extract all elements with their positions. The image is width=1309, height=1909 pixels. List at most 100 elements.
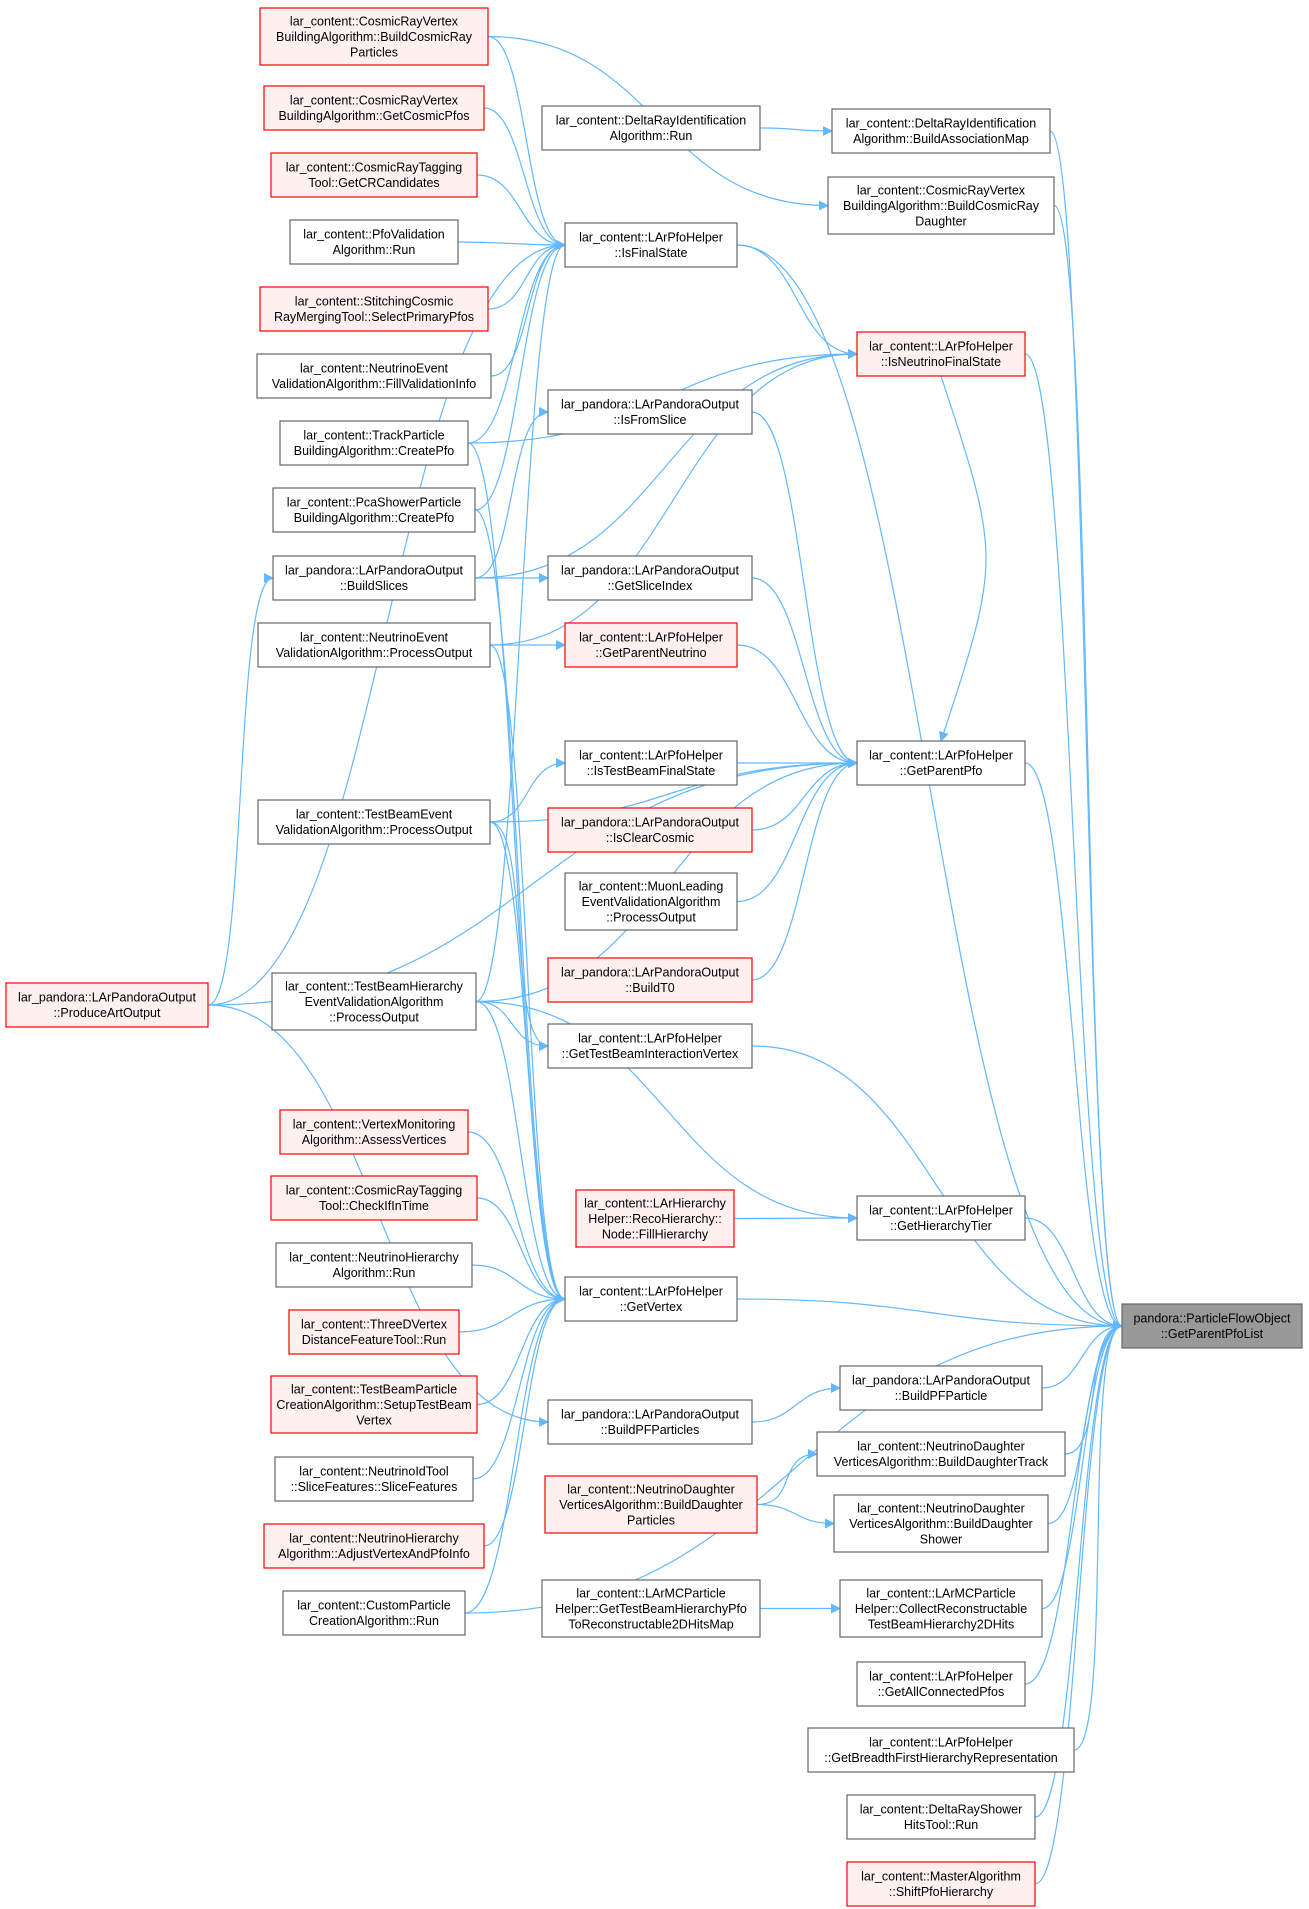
node-box[interactable] xyxy=(1121,1303,1303,1349)
node-box[interactable] xyxy=(816,1431,1066,1477)
node-box[interactable] xyxy=(275,1242,473,1288)
graph-node[interactable]: lar_pandora::LArPandoraOutput::BuildPFPa… xyxy=(547,1399,753,1445)
node-box[interactable] xyxy=(846,1794,1036,1840)
node-box[interactable] xyxy=(274,1456,474,1502)
graph-node[interactable]: lar_content::NeutrinoDaughterVerticesAlg… xyxy=(544,1475,758,1534)
graph-node[interactable]: lar_content::LArPfoHelper::GetHierarchyT… xyxy=(856,1195,1026,1241)
node-box[interactable] xyxy=(547,1023,753,1069)
node-box[interactable] xyxy=(827,176,1055,235)
graph-node[interactable]: lar_content::NeutrinoEventValidationAlgo… xyxy=(257,622,491,668)
node-box[interactable] xyxy=(547,389,753,435)
node-box[interactable] xyxy=(270,152,478,198)
node-box[interactable] xyxy=(564,872,738,931)
node-box[interactable] xyxy=(839,1579,1043,1638)
node-box[interactable] xyxy=(547,555,753,601)
graph-node[interactable]: lar_content::LArPfoHelper::GetAllConnect… xyxy=(856,1661,1026,1707)
node-box[interactable] xyxy=(839,1365,1043,1411)
graph-node[interactable]: lar_content::LArPfoHelper::GetParentPfo xyxy=(856,740,1026,786)
node-box[interactable] xyxy=(564,622,738,668)
graph-node[interactable]: lar_content::TrackParticleBuildingAlgori… xyxy=(279,420,469,466)
node-box[interactable] xyxy=(547,957,753,1003)
node-box[interactable] xyxy=(272,555,476,601)
node-box[interactable] xyxy=(256,353,492,399)
node-box[interactable] xyxy=(856,740,1026,786)
node-box[interactable] xyxy=(856,331,1026,377)
graph-node[interactable]: lar_content::NeutrinoEventValidationAlgo… xyxy=(256,353,492,399)
graph-node[interactable]: lar_content::LArPfoHelper::IsTestBeamFin… xyxy=(564,740,738,786)
graph-node[interactable]: lar_pandora::LArPandoraOutput::ProduceAr… xyxy=(5,982,209,1028)
node-box[interactable] xyxy=(272,487,476,533)
node-box[interactable] xyxy=(5,982,209,1028)
graph-node[interactable]: lar_content::CosmicRayTaggingTool::GetCR… xyxy=(270,152,478,198)
graph-node[interactable]: lar_pandora::LArPandoraOutput::BuildPFPa… xyxy=(839,1365,1043,1411)
node-box[interactable] xyxy=(257,799,491,845)
node-box[interactable] xyxy=(271,972,477,1031)
node-box[interactable] xyxy=(541,1579,761,1638)
graph-node[interactable]: lar_pandora::LArPandoraOutput::BuildT0 xyxy=(547,957,753,1003)
graph-node[interactable]: lar_content::NeutrinoIdTool::SliceFeatur… xyxy=(274,1456,474,1502)
graph-node[interactable]: lar_content::CosmicRayVertexBuildingAlgo… xyxy=(259,7,489,66)
node-box[interactable] xyxy=(831,108,1051,154)
graph-node[interactable]: lar_content::VertexMonitoringAlgorithm::… xyxy=(279,1109,469,1155)
node-box[interactable] xyxy=(544,1475,758,1534)
node-box[interactable] xyxy=(564,740,738,786)
graph-node[interactable]: lar_pandora::LArPandoraOutput::IsFromSli… xyxy=(547,389,753,435)
node-box[interactable] xyxy=(288,1309,460,1355)
node-box[interactable] xyxy=(257,622,491,668)
node-box[interactable] xyxy=(270,1375,478,1434)
graph-node[interactable]: lar_content::CosmicRayTaggingTool::Check… xyxy=(270,1175,478,1221)
graph-node[interactable]: lar_content::MasterAlgorithm::ShiftPfoHi… xyxy=(846,1861,1036,1907)
graph-node[interactable]: lar_content::CosmicRayVertexBuildingAlgo… xyxy=(263,85,485,131)
graph-node[interactable]: lar_content::MuonLeadingEventValidationA… xyxy=(564,872,738,931)
graph-node[interactable]: lar_content::LArPfoHelper::GetTestBeamIn… xyxy=(547,1023,753,1069)
graph-node[interactable]: lar_content::PcaShowerParticleBuildingAl… xyxy=(272,487,476,533)
node-box[interactable] xyxy=(547,807,753,853)
graph-node[interactable]: lar_content::LArHierarchyHelper::RecoHie… xyxy=(575,1189,735,1248)
node-box[interactable] xyxy=(807,1727,1075,1773)
graph-node[interactable]: lar_content::CosmicRayVertexBuildingAlgo… xyxy=(827,176,1055,235)
graph-node[interactable]: lar_content::DeltaRayIdentificationAlgor… xyxy=(831,108,1051,154)
node-box[interactable] xyxy=(541,105,761,151)
graph-node[interactable]: lar_content::NeutrinoHierarchyAlgorithm:… xyxy=(275,1242,473,1288)
node-box[interactable] xyxy=(279,1109,469,1155)
graph-node[interactable]: lar_content::LArPfoHelper::GetBreadthFir… xyxy=(807,1727,1075,1773)
node-box[interactable] xyxy=(846,1861,1036,1907)
graph-node[interactable]: lar_content::LArPfoHelper::IsNeutrinoFin… xyxy=(856,331,1026,377)
graph-node[interactable]: lar_pandora::LArPandoraOutput::IsClearCo… xyxy=(547,807,753,853)
node-box[interactable] xyxy=(270,1175,478,1221)
target-node[interactable]: pandora::ParticleFlowObject::GetParentPf… xyxy=(1121,1303,1303,1349)
node-box[interactable] xyxy=(263,1523,485,1569)
node-box[interactable] xyxy=(263,85,485,131)
graph-node[interactable]: lar_content::ThreeDVertexDistanceFeature… xyxy=(288,1309,460,1355)
graph-node[interactable]: lar_content::LArPfoHelper::IsFinalState xyxy=(564,222,738,268)
graph-node[interactable]: lar_content::TestBeamParticleCreationAlg… xyxy=(270,1375,478,1434)
node-box[interactable] xyxy=(833,1494,1049,1553)
node-box[interactable] xyxy=(259,7,489,66)
graph-node[interactable]: lar_content::NeutrinoDaughterVerticesAlg… xyxy=(833,1494,1049,1553)
node-box[interactable] xyxy=(279,420,469,466)
graph-node[interactable]: lar_pandora::LArPandoraOutput::BuildSlic… xyxy=(272,555,476,601)
graph-node[interactable]: lar_content::LArMCParticleHelper::GetTes… xyxy=(541,1579,761,1638)
graph-node[interactable]: lar_content::LArPfoHelper::GetVertex xyxy=(564,1276,738,1322)
node-box[interactable] xyxy=(564,222,738,268)
node-box[interactable] xyxy=(856,1661,1026,1707)
graph-node[interactable]: lar_content::TestBeamEventValidationAlgo… xyxy=(257,799,491,845)
node-box[interactable] xyxy=(282,1590,466,1636)
graph-node[interactable]: lar_pandora::LArPandoraOutput::GetSliceI… xyxy=(547,555,753,601)
node-box[interactable] xyxy=(856,1195,1026,1241)
node-box[interactable] xyxy=(564,1276,738,1322)
graph-node[interactable]: lar_content::LArPfoHelper::GetParentNeut… xyxy=(564,622,738,668)
graph-node[interactable]: lar_content::DeltaRayIdentificationAlgor… xyxy=(541,105,761,151)
node-box[interactable] xyxy=(289,219,459,265)
graph-node[interactable]: lar_content::CustomParticleCreationAlgor… xyxy=(282,1590,466,1636)
node-box[interactable] xyxy=(547,1399,753,1445)
graph-node[interactable]: lar_content::StitchingCosmicRayMergingTo… xyxy=(259,286,489,332)
graph-node[interactable]: lar_content::LArMCParticleHelper::Collec… xyxy=(839,1579,1043,1638)
graph-node[interactable]: lar_content::NeutrinoDaughterVerticesAlg… xyxy=(816,1431,1066,1477)
node-box[interactable] xyxy=(259,286,489,332)
graph-node[interactable]: lar_content::TestBeamHierarchyEventValid… xyxy=(271,972,477,1031)
graph-node[interactable]: lar_content::NeutrinoHierarchyAlgorithm:… xyxy=(263,1523,485,1569)
node-box[interactable] xyxy=(575,1189,735,1248)
